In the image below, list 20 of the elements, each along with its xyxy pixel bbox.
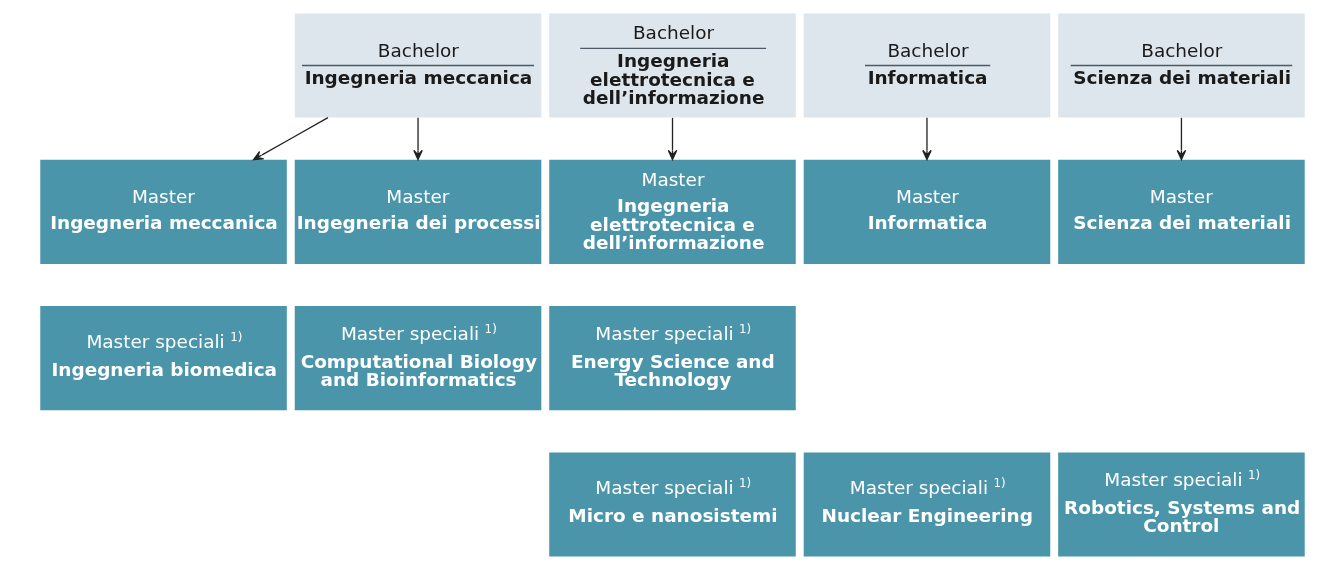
arrow [921,117,932,161]
arrow [1176,117,1186,161]
node-box: Master speciali $^{1)}$ Nuclear Engineering [803,452,1050,557]
node-box: Master speciali $^{1)}$ Micro e nanosistemi [548,452,796,557]
arrow [667,117,677,161]
node-box: Master Scienza dei materiali [1057,159,1305,264]
node-box: Master Informatica [803,159,1050,264]
arrow [412,117,423,161]
node-box: Bachelor Informatica [803,13,1050,118]
arrow [252,117,329,161]
node-box: Bachelor Scienza dei materiali [1057,13,1305,118]
node-box: Master speciali $^{1)}$ Ingegneria biomedica [39,306,287,411]
node-box: Master Ingegneria meccanica [39,159,287,264]
node-box: Master speciali $^{1)}$ Energy Science and Technology [548,306,796,411]
node-box: Master Ingegneria dei processi [294,159,541,264]
node-box: Bachelor Ingegneria elettrotecnica e dell’informazione [548,13,796,118]
node-box: Master speciali $^{1)}$ Robotics, Systems and Control [1057,452,1305,557]
node-box: Master Ingegneria elettrotecnica e dell’informazione [548,159,796,264]
node-box: Bachelor Ingegneria meccanica [294,13,541,118]
node-box: Master speciali $^{1)}$ Computational Biology and Bioinformatics [294,306,541,411]
